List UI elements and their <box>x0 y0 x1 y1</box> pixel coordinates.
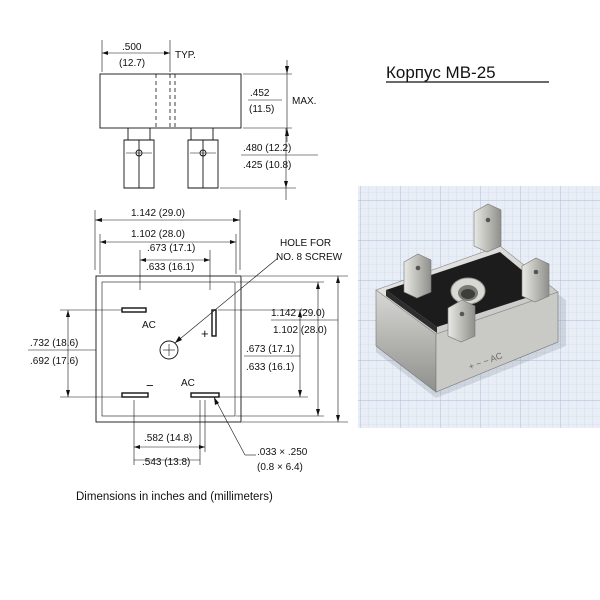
terminal-size: .033 × .250 <box>257 447 308 458</box>
component-photo: + ~ ~ AC <box>358 186 600 428</box>
bottom-dim-max: .582 (14.8) <box>144 433 192 444</box>
pin-label-minus: − <box>146 378 154 393</box>
terminal-ac-top <box>121 307 147 313</box>
inner-width-max: .673 (17.1) <box>147 243 195 254</box>
top-body-outer <box>95 275 242 423</box>
side-view: .500 (12.7) TYP. .452 <box>99 40 318 200</box>
body-height-note: MAX. <box>292 96 316 107</box>
title-block: Корпус MB-25 <box>386 63 549 83</box>
left-dim-min: .692 (17.6) <box>30 356 78 367</box>
side-lead-left <box>123 128 155 189</box>
top-view: 1.142 (29.0) 1.102 (28.0) .673 (17.1) .6… <box>28 208 348 473</box>
inner-height-min: .633 (16.1) <box>246 362 294 373</box>
terminal-minus <box>121 392 149 398</box>
bridge-tab-front <box>447 299 476 343</box>
pin-label-ac-bottom: AC <box>181 378 195 389</box>
pin-pitch-note: TYP. <box>175 50 196 61</box>
hole-note-line1: HOLE FOR <box>280 238 331 249</box>
side-body <box>99 73 242 129</box>
bridge-tab-back <box>473 203 502 253</box>
terminal-plus <box>211 309 217 337</box>
left-dim-max: .732 (18.6) <box>30 338 78 349</box>
pin-label-ac-top: AC <box>142 320 156 331</box>
side-lead-right <box>187 128 219 189</box>
bridge-tab-right <box>521 257 550 303</box>
package-title: Корпус MB-25 <box>386 63 496 82</box>
hole-note-line2: NO. 8 SCREW <box>276 252 343 263</box>
body-height-value: .452 <box>250 88 270 99</box>
height-max: 1.142 (29.0) <box>271 308 325 319</box>
pin-pitch-mm: (12.7) <box>119 58 145 69</box>
bridge-tab-left <box>403 253 432 299</box>
pin-label-plus: + <box>201 326 209 341</box>
inner-height-max: .673 (17.1) <box>246 344 294 355</box>
mounting-hole <box>159 340 179 360</box>
body-height-mm: (11.5) <box>249 104 274 115</box>
inner-width-min: .633 (16.1) <box>146 262 194 273</box>
width-max: 1.142 (29.0) <box>131 208 185 219</box>
bottom-dim-min: .543 (13.8) <box>142 457 190 468</box>
lead-length-min: .425 (10.8) <box>243 160 291 171</box>
lead-length-max: .480 (12.2) <box>243 143 291 154</box>
width-min: 1.102 (28.0) <box>131 229 185 240</box>
terminal-size-mm: (0.8 × 6.4) <box>257 462 303 473</box>
pin-pitch-value: .500 <box>122 42 142 53</box>
dimensions-caption: Dimensions in inches and (millimeters) <box>76 491 273 503</box>
terminal-ac-bottom <box>190 392 220 398</box>
top-body-inner <box>101 281 236 417</box>
